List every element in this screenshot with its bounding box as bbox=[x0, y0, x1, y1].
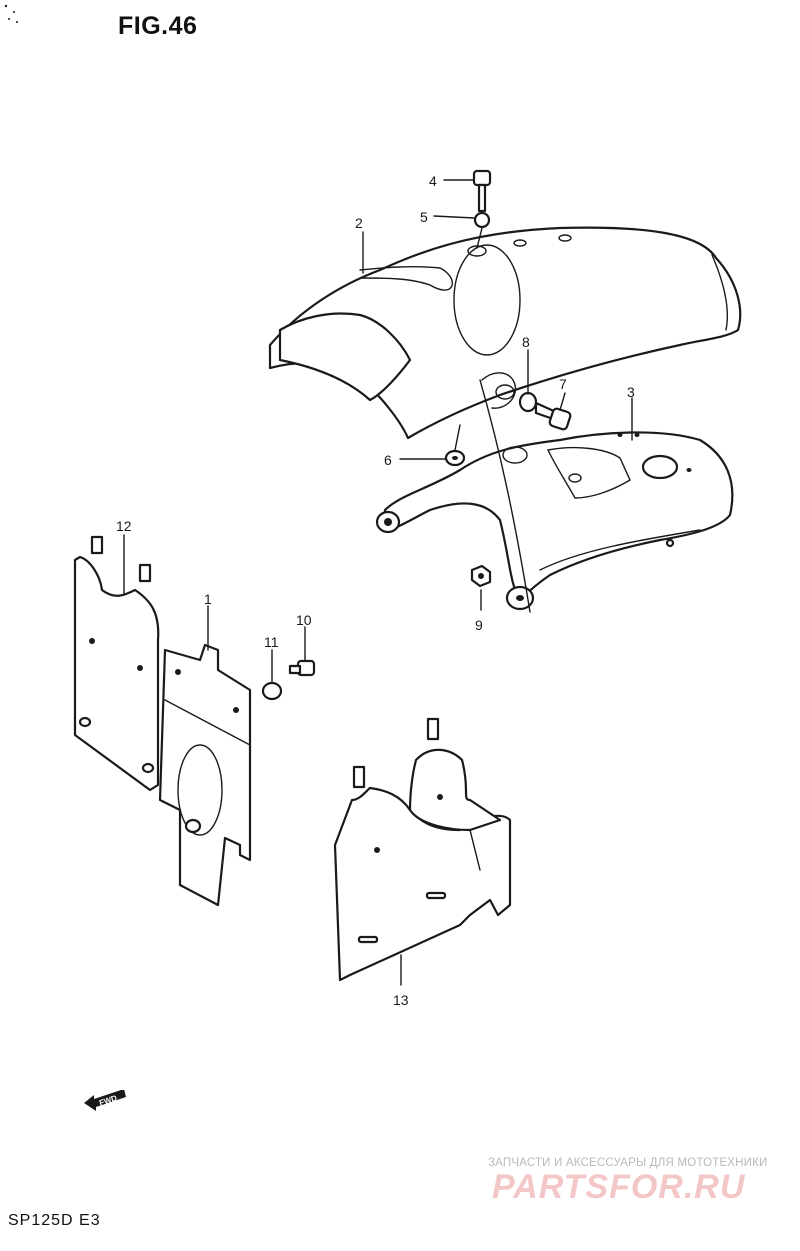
callout-4: 4 bbox=[429, 173, 437, 189]
callout-3: 3 bbox=[627, 384, 635, 400]
callout-6: 6 bbox=[384, 452, 392, 468]
leader-lines bbox=[123, 179, 633, 986]
callout-5: 5 bbox=[420, 209, 428, 225]
callout-labels: 4 5 2 8 7 3 6 9 12 1 10 11 13 bbox=[116, 173, 635, 1008]
watermark-subtitle: ЗАПЧАСТИ И АКСЕССУАРЫ ДЛЯ МОТОТЕХНИКИ bbox=[488, 1157, 768, 1169]
callout-2: 2 bbox=[355, 215, 363, 231]
callout-10: 10 bbox=[296, 612, 312, 628]
callout-12: 12 bbox=[116, 518, 132, 534]
figure-title: FIG.46 bbox=[118, 12, 198, 40]
nut-part-9 bbox=[470, 564, 492, 588]
callout-11: 11 bbox=[264, 634, 279, 650]
fwd-arrow-icon: FWD bbox=[84, 1090, 126, 1111]
washer-part-5 bbox=[473, 211, 491, 229]
bolt-part-7 bbox=[534, 401, 572, 431]
mud-flap-plate-part-12 bbox=[73, 535, 160, 792]
fwd-label: FWD bbox=[98, 1093, 118, 1107]
callout-7: 7 bbox=[559, 376, 567, 392]
rear-flap-part-13 bbox=[333, 717, 512, 982]
fender-brace-part-3 bbox=[375, 379, 734, 613]
callout-8: 8 bbox=[522, 334, 530, 350]
watermark-logo: PARTSFOR.RU bbox=[492, 1168, 746, 1206]
washer-part-8 bbox=[518, 391, 538, 413]
bolt-part-4 bbox=[472, 169, 492, 213]
bolt-part-10 bbox=[288, 659, 316, 677]
callout-1: 1 bbox=[204, 591, 212, 607]
front-fender-part-2 bbox=[268, 226, 742, 440]
callout-13: 13 bbox=[393, 992, 409, 1008]
model-code: SP125D E3 bbox=[8, 1212, 101, 1229]
nut-part-6 bbox=[444, 449, 466, 467]
callout-9: 9 bbox=[475, 617, 483, 633]
spacer-part-11 bbox=[261, 681, 283, 701]
bracket-plate-part-1 bbox=[158, 643, 252, 907]
